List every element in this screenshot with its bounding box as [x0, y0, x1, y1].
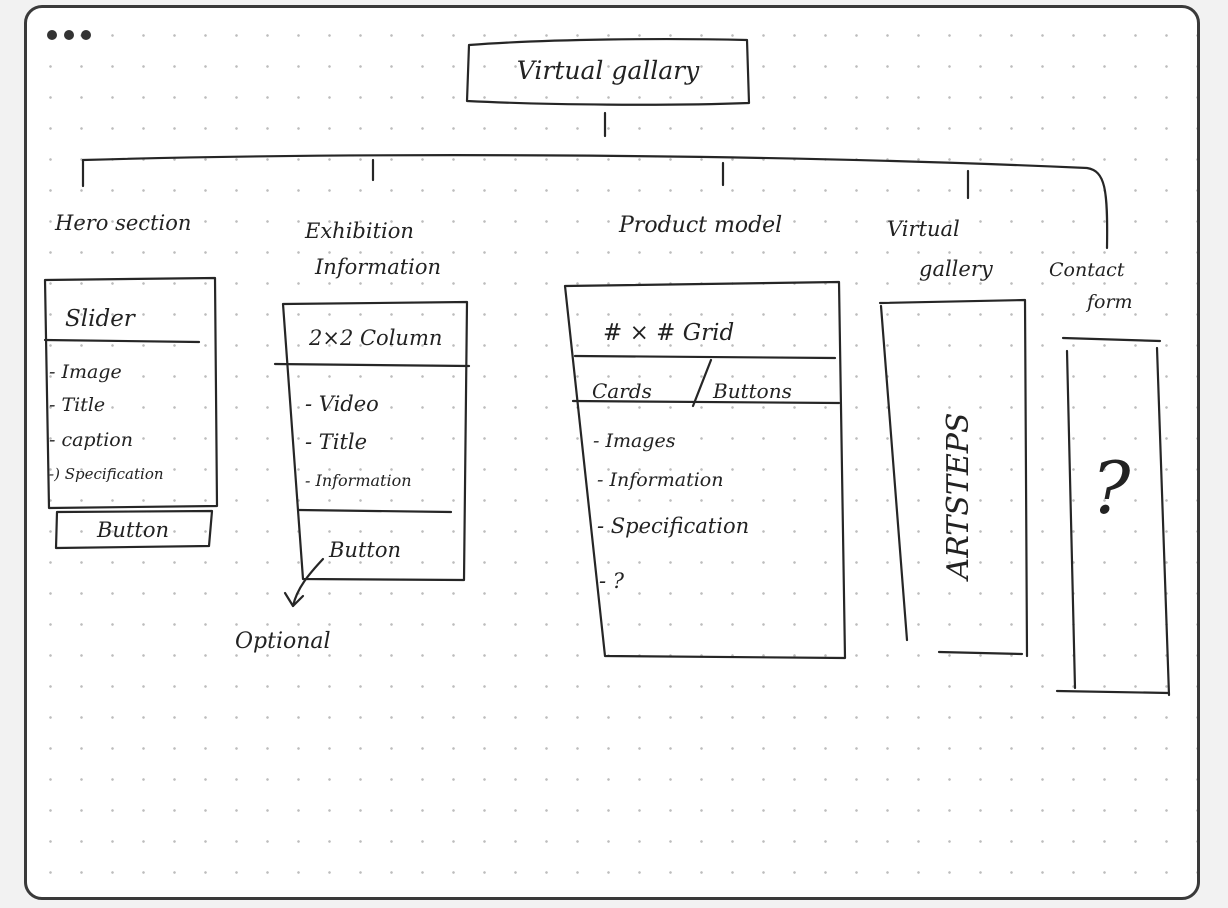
- virtual-gallery-heading-line1: Virtual: [887, 217, 960, 241]
- hero-item: - Image: [49, 361, 122, 383]
- root-node: Virtual gallary: [465, 37, 751, 106]
- exhibition-button-label: Button: [328, 538, 401, 562]
- product-model-heading: Product model: [618, 213, 782, 238]
- product-item: - Specification: [597, 514, 749, 538]
- sitemap-sketch: Virtual gallary Hero section Slider - Im…: [43, 37, 1171, 697]
- hero-button-label: Button: [96, 518, 169, 542]
- exhibition-item: - Video: [305, 392, 379, 416]
- hero-item: - Title: [49, 394, 105, 416]
- virtual-gallery-heading-line2: gallery: [919, 257, 994, 281]
- tree-connectors: [81, 111, 1109, 250]
- window-dot-icon[interactable]: [81, 30, 91, 40]
- exhibition-column-label: 2×2 Column: [308, 326, 442, 350]
- product-model-node: Product model # × # Grid Cards Buttons -…: [563, 213, 847, 660]
- exhibition-heading-line2: Information: [314, 255, 441, 279]
- virtual-gallery-node: Virtual gallery ARTSTEPS: [878, 217, 1029, 658]
- window-dot-icon[interactable]: [47, 30, 57, 40]
- contact-form-heading-line2: form: [1085, 291, 1133, 313]
- contact-form-heading-line1: Contact: [1049, 259, 1125, 281]
- window-controls: [47, 30, 91, 40]
- product-item: - ?: [599, 569, 625, 593]
- product-item: - Images: [593, 430, 676, 452]
- product-grid-label: # × # Grid: [603, 320, 734, 346]
- root-node-label: Virtual gallary: [517, 56, 700, 85]
- hero-section-node: Hero section Slider - Image - Title - ca…: [43, 211, 219, 550]
- artsteps-vertical-label: ARTSTEPS: [941, 413, 976, 583]
- product-buttons-label: Buttons: [712, 379, 792, 403]
- product-cards-label: Cards: [592, 379, 652, 403]
- exhibition-heading-line1: Exhibition: [304, 219, 414, 243]
- exhibition-item: - Information: [305, 471, 412, 490]
- window-dot-icon[interactable]: [64, 30, 74, 40]
- hero-section-heading: Hero section: [54, 211, 191, 235]
- exhibition-item: - Title: [305, 430, 367, 454]
- hero-item: -) Specification: [49, 465, 164, 483]
- whiteboard-canvas: Virtual gallary Hero section Slider - Im…: [24, 5, 1200, 900]
- contact-question-mark: ?: [1092, 446, 1131, 530]
- contact-form-node: Contact form ?: [1049, 259, 1171, 697]
- exhibition-optional-note: Optional: [235, 629, 331, 654]
- exhibition-node: Exhibition Information 2×2 Column - Vide…: [235, 219, 471, 654]
- product-item: - Information: [597, 469, 724, 491]
- hero-slider-label: Slider: [65, 306, 137, 332]
- hero-item: - caption: [49, 429, 133, 451]
